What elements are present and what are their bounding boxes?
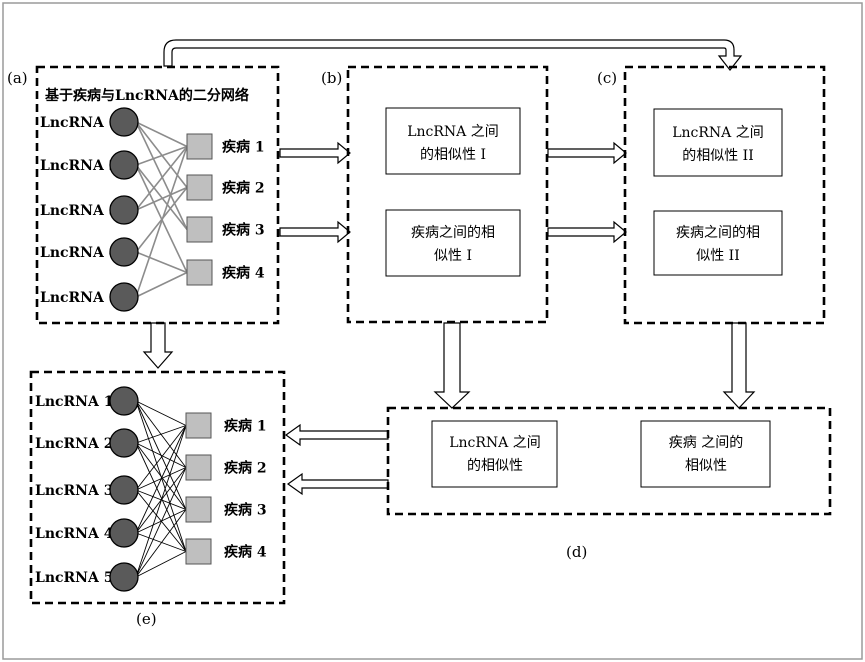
panel-a-nodes: LncRNA 1 LncRNA 2 LncRNA 3 LncRNA 4 LncRNA 5… xyxy=(40,108,265,311)
panel-d-box2-line2: 相似性 xyxy=(685,458,727,474)
panel-a-lncrna-label: LncRNA 4 xyxy=(40,245,119,261)
arrow-b-to-c-2 xyxy=(548,222,626,242)
panel-a-lncrna-node xyxy=(110,283,138,311)
arrow-a-to-b-1 xyxy=(280,143,350,163)
arrow-a-to-c xyxy=(164,40,741,70)
panel-e-disease-node xyxy=(186,455,211,480)
panel-e-edge xyxy=(136,468,186,578)
panel-e-disease-node xyxy=(186,413,211,438)
panel-a-disease-label: 疾病 3 xyxy=(222,222,265,239)
panel-e-disease-label: 疾病 2 xyxy=(224,460,267,477)
panel-d-box1-line1: LncRNA 之间 xyxy=(449,435,541,451)
panel-e-lncrna-label: LncRNA 5 xyxy=(35,570,113,586)
panel-a-lncrna-node xyxy=(110,151,138,179)
panel-a-edge xyxy=(136,188,187,211)
panel-e-lncrna-label: LncRNA 1 xyxy=(35,394,113,410)
panel-label-e: (e) xyxy=(136,610,157,628)
panel-b-box-disease-similarity xyxy=(386,210,520,276)
panel-c-frame xyxy=(625,67,824,323)
panel-e-edge xyxy=(136,443,186,552)
panel-e-lncrna-label: LncRNA 3 xyxy=(35,483,113,499)
panel-d-box1-line2: 的相似性 xyxy=(467,458,523,474)
panel-e-lncrna-node xyxy=(110,387,138,415)
panel-a-disease-label: 疾病 1 xyxy=(222,139,265,156)
panel-e-edge xyxy=(136,401,186,426)
panel-c-box2-line2: 似性 II xyxy=(696,248,740,264)
panel-a-edge xyxy=(136,122,187,147)
panel-a-edges xyxy=(136,122,187,297)
arrow-c-to-d xyxy=(724,323,754,408)
panel-a-disease-node xyxy=(187,175,212,200)
panel-e-edge xyxy=(136,426,186,534)
panel-b-box2-line1: 疾病之间的相 xyxy=(411,225,495,241)
panel-a-lncrna-label: LncRNA 1 xyxy=(40,115,118,131)
panel-a-edge xyxy=(136,147,187,298)
panel-d-box-disease-similarity xyxy=(641,421,770,487)
panel-a-lncrna-node xyxy=(110,238,138,266)
arrow-a-to-e xyxy=(144,323,172,368)
panel-b-box-lncrna-similarity xyxy=(386,108,520,174)
panel-e-edge xyxy=(136,426,186,444)
panel-a-disease-node xyxy=(187,134,212,159)
panel-e-lncrna-node xyxy=(110,476,138,504)
panel-e-lncrna-label: LncRNA 2 xyxy=(35,436,113,452)
panel-a-lncrna-node xyxy=(110,196,138,224)
arrow-b-to-d xyxy=(435,323,469,408)
panel-e-edge xyxy=(136,510,186,578)
panel-e-disease-node xyxy=(186,497,211,522)
panel-e-edge xyxy=(136,443,186,468)
panel-b-frame xyxy=(348,67,547,322)
panel-b-box2-line2: 似性 I xyxy=(434,248,472,264)
panel-label-a: (a) xyxy=(7,69,28,87)
panel-b-box1-line1: LncRNA 之间 xyxy=(407,124,499,140)
panel-c-box2-line1: 疾病之间的相 xyxy=(676,225,760,241)
panel-a-lncrna-label: LncRNA 2 xyxy=(40,158,118,174)
panel-e-lncrna-node xyxy=(110,429,138,457)
panel-a-disease-label: 疾病 4 xyxy=(222,265,265,282)
arrow-d-to-e-2 xyxy=(288,474,388,494)
panel-c-box1-line2: 的相似性 II xyxy=(682,148,754,164)
panel-a-lncrna-label: LncRNA 3 xyxy=(40,203,118,219)
panel-a-lncrna-label: LncRNA 5 xyxy=(40,290,118,306)
panel-a-lncrna-node xyxy=(110,108,138,136)
panel-label-b: (b) xyxy=(321,69,342,87)
panel-d-box2-line1: 疾病 之间的 xyxy=(669,435,743,451)
arrow-d-to-e-1 xyxy=(286,425,388,445)
arrow-b-to-c-1 xyxy=(548,143,626,163)
panel-e-edges xyxy=(136,401,186,577)
panel-e-nodes: LncRNA 1 LncRNA 2 LncRNA 3 LncRNA 4 LncRNA 5… xyxy=(35,387,267,591)
panel-e-disease-label: 疾病 4 xyxy=(224,544,267,561)
panel-label-c: (c) xyxy=(597,69,617,87)
panel-e-disease-label: 疾病 1 xyxy=(224,418,267,435)
panel-a-disease-node xyxy=(187,217,212,242)
panel-label-d: (d) xyxy=(566,543,587,561)
panel-c-box-disease-similarity xyxy=(654,211,782,275)
panel-a-disease-node xyxy=(187,260,212,285)
panel-d-box-lncrna-similarity xyxy=(432,421,557,487)
panel-a-title: 基于疾病与LncRNA的二分网络 xyxy=(45,87,249,104)
panel-e-edge xyxy=(136,426,186,578)
panel-a-disease-label: 疾病 2 xyxy=(222,180,265,197)
panel-e-lncrna-label: LncRNA 4 xyxy=(35,526,114,542)
panel-c-box-lncrna-similarity xyxy=(654,109,782,176)
panel-e-disease-label: 疾病 3 xyxy=(224,502,267,519)
panel-c-box1-line1: LncRNA 之间 xyxy=(672,125,764,141)
panel-b-box1-line2: 的相似性 I xyxy=(420,147,486,163)
panel-e-lncrna-node xyxy=(110,519,138,547)
panel-e-disease-node xyxy=(186,539,211,564)
arrow-a-to-b-2 xyxy=(280,222,350,242)
panel-e-lncrna-node xyxy=(110,563,138,591)
